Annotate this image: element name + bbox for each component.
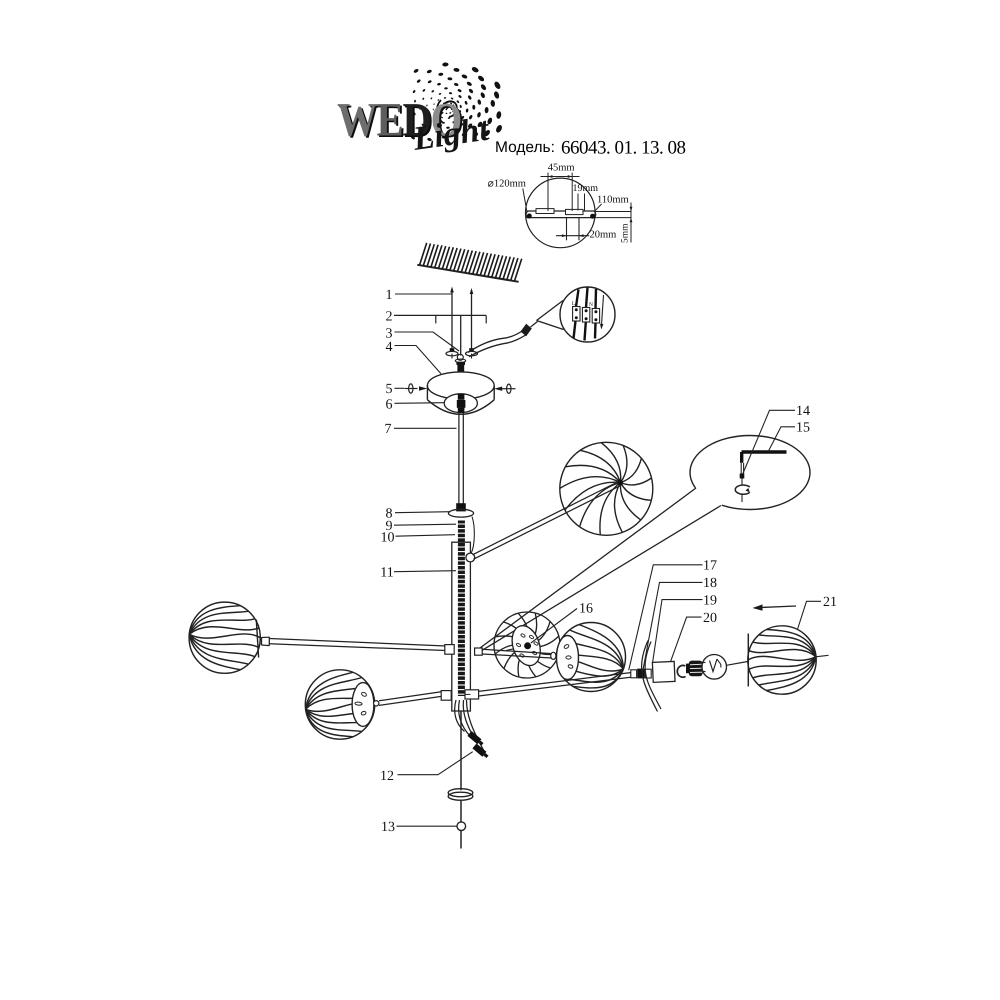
svg-text:14: 14 bbox=[796, 404, 810, 419]
svg-text:L: L bbox=[572, 301, 576, 307]
svg-text:20mm: 20mm bbox=[590, 229, 617, 240]
svg-text:13: 13 bbox=[381, 820, 395, 835]
svg-text:Модель:: Модель: bbox=[495, 139, 555, 156]
svg-text:45mm: 45mm bbox=[548, 163, 575, 174]
svg-text:20: 20 bbox=[703, 611, 717, 626]
svg-text:15: 15 bbox=[796, 421, 810, 436]
svg-text:1: 1 bbox=[386, 288, 393, 303]
svg-text:3: 3 bbox=[386, 327, 393, 342]
svg-text:17: 17 bbox=[703, 559, 717, 574]
svg-text:16: 16 bbox=[579, 602, 593, 617]
svg-text:18: 18 bbox=[703, 576, 717, 591]
svg-text:7: 7 bbox=[385, 422, 392, 437]
svg-text:⌀120mm: ⌀120mm bbox=[488, 179, 526, 190]
svg-text:9: 9 bbox=[386, 519, 393, 534]
svg-text:WEDO: WEDO bbox=[339, 95, 463, 148]
svg-text:2: 2 bbox=[386, 310, 393, 325]
svg-text:12: 12 bbox=[380, 769, 394, 784]
svg-text:110mm: 110mm bbox=[597, 195, 629, 206]
svg-text:11: 11 bbox=[380, 566, 393, 581]
svg-text:6: 6 bbox=[386, 398, 393, 413]
svg-text:19: 19 bbox=[703, 594, 717, 609]
svg-text:8: 8 bbox=[386, 507, 393, 522]
svg-text:5: 5 bbox=[386, 382, 393, 397]
svg-text:WEDO: WEDO bbox=[337, 94, 461, 147]
svg-text:21: 21 bbox=[823, 595, 837, 610]
svg-text:66043. 01. 13. 08: 66043. 01. 13. 08 bbox=[561, 138, 686, 159]
svg-text:19mm: 19mm bbox=[573, 183, 599, 194]
svg-text:4: 4 bbox=[386, 340, 393, 355]
svg-text:N: N bbox=[589, 302, 593, 308]
svg-text:5mm: 5mm bbox=[621, 223, 631, 243]
svg-text:10: 10 bbox=[381, 531, 395, 546]
